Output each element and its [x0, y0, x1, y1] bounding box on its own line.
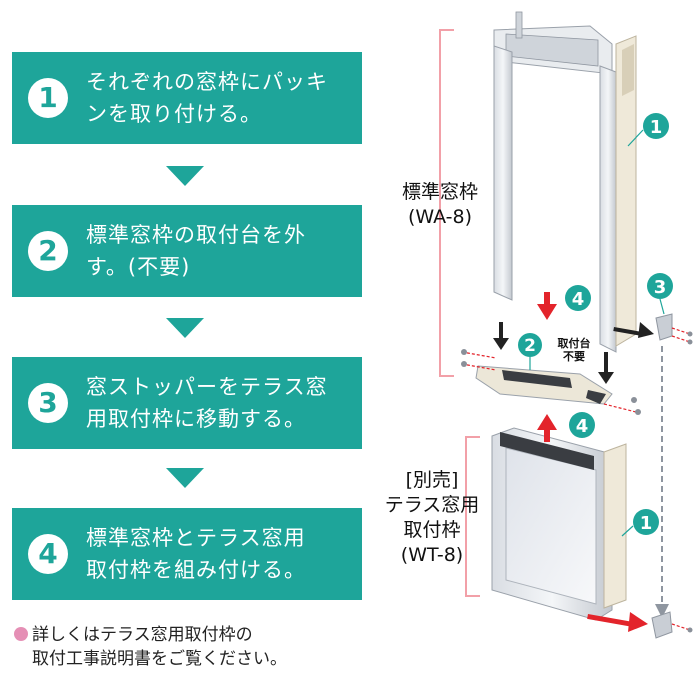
standard-frame-label-1: 標準窓枠	[401, 181, 478, 203]
standard-frame-label: 標準窓枠 (WA-8)	[380, 180, 500, 230]
step-1-line-1: それぞれの窓枠にパッキ	[86, 70, 328, 94]
note-bullet-icon	[14, 627, 28, 641]
callout-assemble-down-num: 4	[572, 289, 585, 310]
step-1-box: 1 それぞれの窓枠にパッキ ンを取り付ける。	[12, 52, 362, 144]
down-arrow-left	[493, 322, 509, 350]
step-4-line-1: 標準窓枠とテラス窓用	[86, 526, 306, 550]
mount-base-label-1: 取付台	[557, 337, 591, 350]
note-text-1: 詳しくはテラス窓用取付枠の	[32, 625, 253, 645]
step-2-text: 標準窓枠の取付台を外 す。(不要)	[86, 219, 354, 283]
terrace-frame-label-1: [別売]	[405, 469, 459, 491]
callout-assemble-down: 4	[565, 285, 591, 311]
step-1-line-2: ンを取り付ける。	[86, 102, 262, 126]
step-1-number: 1	[28, 78, 68, 118]
callout-packing-bottom-num: 1	[640, 513, 653, 534]
step-arrow-3	[166, 468, 204, 488]
terrace-frame-label-3: 取付枠	[403, 519, 461, 541]
step-4-number: 4	[28, 534, 68, 574]
step-2-number: 2	[28, 231, 68, 271]
callout-packing-top-num: 1	[650, 117, 663, 138]
terrace-mount-frame	[491, 427, 627, 621]
callout-packing-bottom: 1	[621, 509, 659, 537]
step-2-box: 2 標準窓枠の取付台を外 す。(不要)	[12, 205, 362, 297]
note: 詳しくはテラス窓用取付枠の 取付工事説明書をご覧ください。	[14, 623, 287, 671]
step-arrow-2	[166, 318, 204, 338]
step-4-text: 標準窓枠とテラス窓用 取付枠を組み付ける。	[86, 522, 354, 586]
callout-packing-top: 1	[627, 113, 669, 147]
callout-assemble-up: 4	[569, 412, 595, 438]
step-arrow-1	[166, 166, 204, 186]
note-line-2: 取付工事説明書をご覧ください。	[32, 649, 287, 669]
step-3-line-1: 窓ストッパーをテラス窓	[86, 375, 328, 399]
step-4-box: 4 標準窓枠とテラス窓用 取付枠を組み付ける。	[12, 508, 362, 600]
step-2-line-1: 標準窓枠の取付台を外	[86, 223, 306, 247]
callout-stopper: 3	[647, 273, 673, 315]
step-3-line-2: 用取付枠に移動する。	[86, 407, 306, 431]
standard-frame-bracket	[439, 29, 454, 377]
note-line-1: 詳しくはテラス窓用取付枠の	[14, 623, 287, 647]
callout-base: 2	[518, 333, 542, 370]
mount-base-label: 取付台 不要	[546, 337, 602, 363]
step-4-line-2: 取付枠を組み付ける。	[86, 558, 306, 582]
red-side-arrow	[587, 612, 648, 632]
terrace-frame-label-2: テラス窓用	[384, 494, 480, 516]
terrace-frame-label-4: (WT-8)	[400, 544, 464, 566]
red-down-arrow	[537, 292, 557, 320]
callout-base-num: 2	[524, 336, 536, 356]
step-3-box: 3 窓ストッパーをテラス窓 用取付枠に移動する。	[12, 357, 362, 449]
step-2-line-2: す。(不要)	[86, 255, 191, 279]
terrace-frame-bracket	[465, 436, 480, 597]
mount-base-label-2: 不要	[563, 350, 585, 363]
mount-base	[461, 349, 641, 415]
callout-stopper-num: 3	[654, 277, 667, 298]
standard-frame-label-2: (WA-8)	[407, 206, 473, 228]
step-1-text: それぞれの窓枠にパッキ ンを取り付ける。	[86, 66, 354, 130]
step-3-number: 3	[28, 383, 68, 423]
callout-assemble-up-num: 4	[576, 416, 589, 437]
step-3-text: 窓ストッパーをテラス窓 用取付枠に移動する。	[86, 371, 354, 435]
terrace-frame-label: [別売] テラス窓用 取付枠 (WT-8)	[372, 468, 492, 568]
window-stopper	[651, 313, 693, 639]
standard-window-frame	[493, 11, 637, 353]
red-up-arrow	[537, 414, 557, 442]
arrow-to-stopper	[613, 322, 654, 338]
down-arrow-right	[598, 352, 614, 384]
